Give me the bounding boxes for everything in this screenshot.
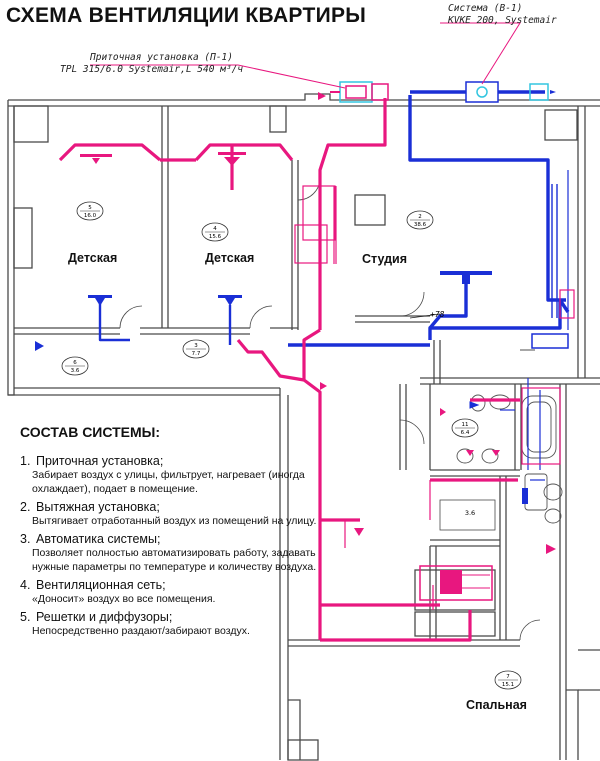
supply-unit-model: TPL 315/6.0 Systemair,L 540 м³/ч bbox=[60, 64, 244, 75]
system-legend: СОСТАВ СИСТЕМЫ: 1. Приточная установка; З… bbox=[20, 424, 320, 640]
room-badge: 7 15.1 bbox=[494, 670, 522, 690]
elevation-mark bbox=[409, 313, 441, 319]
walls bbox=[7, 93, 600, 761]
callout-leaders bbox=[90, 22, 521, 89]
legend-item-number: 3. bbox=[20, 532, 31, 546]
room-area: 15.1 bbox=[502, 682, 514, 688]
legend-heading: СОСТАВ СИСТЕМЫ: bbox=[20, 424, 161, 440]
room-badge: 6 3.6 bbox=[61, 356, 89, 376]
room-number: 3 bbox=[194, 343, 198, 349]
legend-item: 1. Приточная установка; Забирает воздух с… bbox=[20, 454, 320, 496]
room-area: 3.6 bbox=[71, 368, 80, 374]
supply-grilles bbox=[80, 92, 556, 554]
supply-ductwork bbox=[58, 98, 520, 642]
room-label-kids-2: Детская bbox=[205, 251, 255, 265]
exhaust-ductwork bbox=[98, 90, 570, 347]
page-title: СХЕМА ВЕНТИЛЯЦИИ КВАРТИРЫ bbox=[6, 4, 367, 27]
room-label-kids-1: Детская bbox=[68, 251, 118, 265]
legend-item-desc: Позволяет полностью автоматизировать раб… bbox=[32, 547, 317, 573]
legend-item-number: 2. bbox=[20, 500, 31, 514]
legend-item-desc: Забирает воздух с улицы, фильтрует, нагр… bbox=[32, 469, 305, 495]
exhaust-unit-callout: Система (В-1) KVKE 200, Systemair bbox=[448, 3, 557, 27]
exhaust-unit-model: KVKE 200, Systemair bbox=[448, 15, 557, 26]
room-badge: 3 7.7 bbox=[182, 339, 210, 359]
room-badge: 5 16.0 bbox=[76, 201, 104, 221]
room-area: 15.6 bbox=[209, 234, 222, 240]
legend-item-title: Вентиляционная сеть; bbox=[36, 578, 166, 592]
room-badge: 4 15.6 bbox=[201, 222, 229, 242]
room-area: 7.7 bbox=[192, 351, 201, 357]
room-area: 3.6 bbox=[465, 509, 475, 517]
room-area: 16.0 bbox=[84, 213, 97, 219]
sanitary-fixtures bbox=[456, 394, 563, 524]
legend-item-desc: «Доносит» воздух во все помещения. bbox=[32, 593, 216, 605]
room-badge: 11 6.4 bbox=[451, 418, 479, 438]
room-number: 7 bbox=[506, 674, 510, 680]
legend-item: 2. Вытяжная установка; Вытягивает отработ… bbox=[20, 500, 320, 528]
legend-item-title: Автоматика системы; bbox=[36, 532, 161, 546]
supply-unit-name: Приточная установка (П-1) bbox=[90, 52, 233, 63]
elevation-label: +78 bbox=[430, 310, 445, 319]
room-number: 11 bbox=[462, 422, 469, 428]
legend-item-title: Решетки и диффузоры; bbox=[36, 610, 173, 624]
legend-item-number: 1. bbox=[20, 454, 31, 468]
exhaust-unit-name: Система (В-1) bbox=[448, 3, 523, 14]
room-number: 5 bbox=[88, 205, 92, 211]
room-label-studio: Студия bbox=[362, 252, 408, 266]
room-area: 38.6 bbox=[414, 222, 427, 228]
legend-item: 5. Решетки и диффузоры; Непосредственно р… bbox=[20, 610, 320, 638]
legend-item: 3. Автоматика системы; Позволяет полность… bbox=[20, 532, 320, 574]
legend-item-number: 4. bbox=[20, 578, 31, 592]
room-label-bedroom: Спальная bbox=[466, 698, 527, 712]
exhaust-grilles bbox=[35, 271, 528, 504]
exhaust-unit-b1 bbox=[465, 81, 556, 103]
legend-item-title: Приточная установка; bbox=[36, 454, 164, 468]
legend-item-title: Вытяжная установка; bbox=[36, 500, 160, 514]
legend-item-desc: Вытягивает отработанный воздух из помеще… bbox=[32, 515, 317, 527]
room-area: 6.4 bbox=[461, 430, 470, 436]
bathroom-fan-unit bbox=[531, 333, 569, 349]
room-number: 2 bbox=[418, 214, 422, 220]
room-number: 4 bbox=[213, 226, 217, 232]
supply-unit-p1 bbox=[330, 81, 389, 103]
supply-unit-callout: Приточная установка (П-1) TPL 315/6.0 Sy… bbox=[60, 52, 243, 76]
room-badge: 2 38.6 bbox=[406, 210, 434, 230]
legend-item-desc: Непосредственно раздают/забирают воздух. bbox=[32, 625, 250, 637]
supply-ductwork-fine bbox=[294, 185, 575, 610]
laundry-unit bbox=[419, 565, 493, 601]
legend-item: 4. Вентиляционная сеть; «Доносит» воздух … bbox=[20, 578, 320, 606]
exhaust-ductwork-fine bbox=[500, 170, 569, 481]
room-number: 6 bbox=[73, 360, 77, 366]
legend-item-number: 5. bbox=[20, 610, 31, 624]
